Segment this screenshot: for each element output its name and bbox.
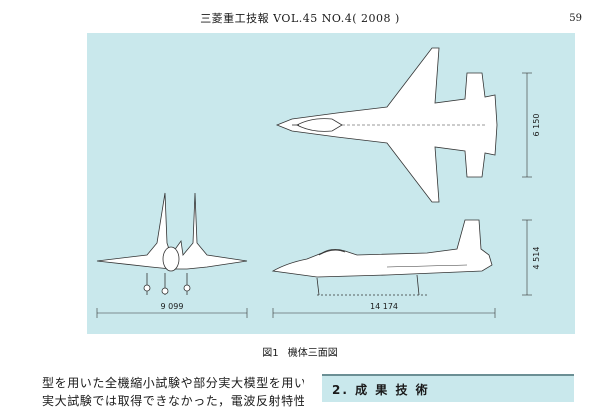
three-view-figure: 9 099 14 174 4 514 6 150 [87,33,575,334]
side-view-aircraft [271,219,493,278]
dim-height: 4 514 [532,247,541,270]
figure-title: 機体三面図 [287,348,338,359]
dim-length: 14 174 [370,302,398,311]
section-heading-box: 2. 成 果 技 術 [322,374,574,402]
figure-caption: 図1 機体三面図 [0,344,600,359]
aircraft-three-view-drawing: 9 099 14 174 4 514 6 150 [96,47,541,318]
figure-label: 図1 [262,348,279,359]
dim-span: 9 099 [161,302,184,311]
body-line-2: 実大試験では取得できなかった，電波反射特性に関す [42,394,304,408]
section-heading: 2. 成 果 技 術 [332,383,430,397]
journal-header: 三菱重工技報 VOL.45 NO.4( 2008 ) [200,12,400,25]
dim-width: 6 150 [532,114,541,137]
body-text-column-1: 型を用いた全機縮小試験や部分実大模型を用いた部分 実大試験では取得できなかった，… [42,374,304,410]
body-line-1: 型を用いた全機縮小試験や部分実大模型を用いた部分 [42,376,304,390]
page-number: 59 [569,13,582,24]
